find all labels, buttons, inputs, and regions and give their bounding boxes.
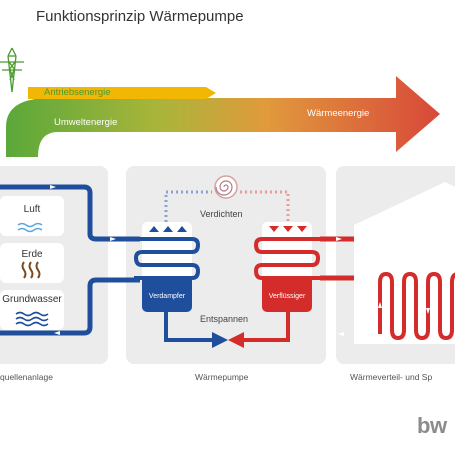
source-earth-label: Erde	[21, 249, 43, 260]
drive-energy-strip	[28, 87, 216, 99]
condenser-coil	[253, 237, 321, 280]
evaporator-coil	[133, 237, 201, 280]
heat-energy-label: Wärmeenergie	[307, 108, 370, 119]
groundwater-icon	[15, 311, 49, 327]
groundwater-tile	[0, 290, 64, 330]
source-pipes	[0, 184, 140, 336]
energy-arrow	[6, 76, 440, 157]
evaporator-up-arrows	[149, 226, 187, 232]
air-tile	[0, 196, 64, 236]
earth-tile	[0, 243, 64, 283]
heating-loops	[378, 271, 455, 341]
environment-energy-label: Umweltenergie	[54, 117, 118, 128]
section-heat-pump-label: Wärmepumpe	[195, 372, 249, 382]
drive-energy-label: Antriebsenergie	[44, 87, 111, 98]
compress-label: Verdichten	[200, 209, 243, 219]
source-flow-arrows	[50, 185, 116, 335]
condenser-label: Verflüssiger	[268, 293, 306, 300]
heating-flow-arrows	[378, 302, 430, 314]
source-air-label: Luft	[23, 204, 41, 215]
diagram-title: Funktionsprinzip Wärmepumpe	[36, 8, 244, 25]
expansion-valve-icon	[212, 332, 244, 348]
section-source-label: quellenanlage	[0, 372, 53, 382]
refrigerant-circuit	[164, 190, 290, 342]
earth-icon	[21, 261, 41, 279]
company-logo: bw	[417, 413, 447, 438]
section-distribution-label: Wärmeverteil- und Sp	[350, 372, 433, 382]
evaporator-label: Verdampfer	[148, 293, 186, 300]
evaporator-unit	[142, 222, 192, 312]
distribution-flow-arrows	[336, 237, 344, 336]
air-icon	[17, 222, 43, 233]
power-pylon-icon	[0, 47, 24, 93]
heat-pump-panel	[126, 166, 326, 364]
source-groundwater-label: Grundwasser	[2, 294, 62, 305]
expand-label: Entspannen	[200, 314, 249, 324]
condenser-down-arrows	[269, 226, 307, 232]
compressor-icon	[214, 175, 238, 199]
